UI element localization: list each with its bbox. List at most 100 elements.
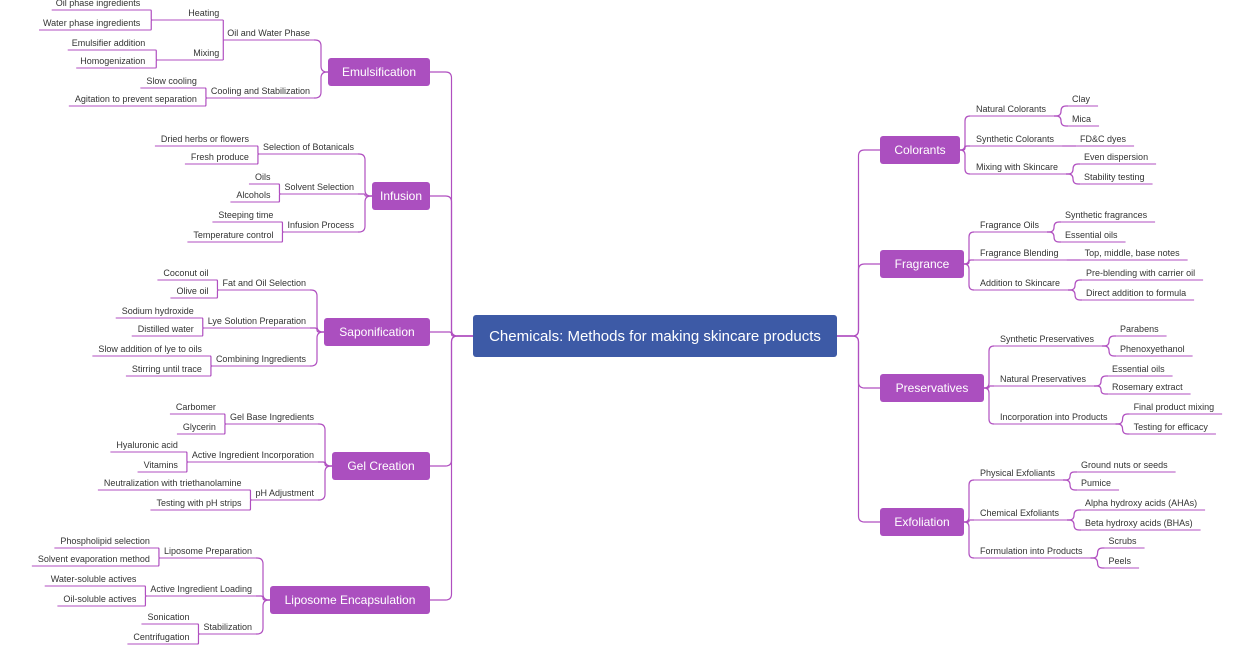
leaf-mica[interactable]: Mica [1072, 114, 1091, 124]
branch-preservatives[interactable]: Preservatives [880, 374, 984, 402]
topic-chemical-exfoliants[interactable]: Chemical Exfoliants [980, 508, 1060, 518]
branch-colorants-label: Colorants [894, 143, 945, 157]
leaf-fdandc-dyes[interactable]: FD&C dyes [1080, 134, 1127, 144]
topic-natural-preservatives[interactable]: Natural Preservatives [1000, 374, 1087, 384]
leaf-neutralization-with-triethanolamine[interactable]: Neutralization with triethanolamine [104, 478, 242, 488]
leaf-stirring-until-trace[interactable]: Stirring until trace [132, 364, 202, 374]
leaf-fresh-produce[interactable]: Fresh produce [191, 152, 249, 162]
branch-liposome-encapsulation-connector [430, 335, 473, 601]
leaf-alpha-hydroxy-acids-ahas[interactable]: Alpha hydroxy acids (AHAs) [1085, 498, 1197, 508]
leaf-glycerin[interactable]: Glycerin [183, 422, 216, 432]
leaf-homogenization[interactable]: Homogenization [80, 56, 145, 66]
leaf-water-soluble-actives[interactable]: Water-soluble actives [51, 574, 137, 584]
topic-fat-and-oil-selection[interactable]: Fat and Oil Selection [222, 278, 306, 288]
topic-mixing[interactable]: Mixing [193, 48, 219, 58]
branch-saponification[interactable]: Saponification [324, 318, 430, 346]
leaf-top-middle-base-notes[interactable]: Top, middle, base notes [1085, 248, 1181, 258]
topic-solvent-selection[interactable]: Solvent Selection [284, 182, 354, 192]
topic-active-ingredient-incorporation[interactable]: Active Ingredient Incorporation [192, 450, 314, 460]
leaf-peels[interactable]: Peels [1109, 556, 1132, 566]
topic-active-ingredient-loading[interactable]: Active Ingredient Loading [150, 584, 252, 594]
leaf-oil-soluble-actives[interactable]: Oil-soluble actives [63, 594, 137, 604]
leaf-connector [1102, 335, 1117, 347]
leaf-direct-addition-to-formula[interactable]: Direct addition to formula [1086, 288, 1186, 298]
leaf-centrifugation[interactable]: Centrifugation [133, 632, 189, 642]
topic-gel-base-ingredients[interactable]: Gel Base Ingredients [230, 412, 315, 422]
topic-synthetic-colorants[interactable]: Synthetic Colorants [976, 134, 1055, 144]
leaf-slow-cooling[interactable]: Slow cooling [146, 76, 197, 86]
topic-fragrance-oils[interactable]: Fragrance Oils [980, 220, 1040, 230]
leaf-connector [1047, 221, 1062, 233]
leaf-hyaluronic-acid[interactable]: Hyaluronic acid [116, 440, 178, 450]
leaf-olive-oil[interactable]: Olive oil [176, 286, 208, 296]
topic-stabilization[interactable]: Stabilization [203, 622, 252, 632]
leaf-scrubs[interactable]: Scrubs [1109, 536, 1138, 546]
branch-infusion[interactable]: Infusion [372, 182, 430, 210]
topic-lye-solution-preparation[interactable]: Lye Solution Preparation [208, 316, 306, 326]
leaf-coconut-oil[interactable]: Coconut oil [163, 268, 208, 278]
topic-formulation-into-products[interactable]: Formulation into Products [980, 546, 1083, 556]
topic-mixing-with-skincare[interactable]: Mixing with Skincare [976, 162, 1058, 172]
leaf-clay[interactable]: Clay [1072, 94, 1091, 104]
leaf-pumice[interactable]: Pumice [1081, 478, 1111, 488]
leaf-distilled-water[interactable]: Distilled water [138, 324, 194, 334]
leaf-beta-hydroxy-acids-bhas[interactable]: Beta hydroxy acids (BHAs) [1085, 518, 1193, 528]
branch-exfoliation-connector [837, 335, 880, 523]
leaf-phospholipid-selection[interactable]: Phospholipid selection [60, 536, 150, 546]
leaf-rosemary-extract[interactable]: Rosemary extract [1112, 382, 1183, 392]
leaf-steeping-time[interactable]: Steeping time [218, 210, 273, 220]
leaf-parabens[interactable]: Parabens [1120, 324, 1159, 334]
leaf-sodium-hydroxide[interactable]: Sodium hydroxide [122, 306, 194, 316]
leaf-phenoxyethanol[interactable]: Phenoxyethanol [1120, 344, 1185, 354]
topic-combining-ingredients[interactable]: Combining Ingredients [216, 354, 307, 364]
leaf-essential-oils[interactable]: Essential oils [1065, 230, 1118, 240]
branch-emulsification[interactable]: Emulsification [328, 58, 430, 86]
leaf-oils[interactable]: Oils [255, 172, 271, 182]
root-topic[interactable]: Chemicals: Methods for making skincare p… [473, 315, 837, 357]
leaf-testing-for-efficacy[interactable]: Testing for efficacy [1134, 422, 1209, 432]
topic-infusion-process[interactable]: Infusion Process [287, 220, 354, 230]
leaf-testing-with-ph-strips[interactable]: Testing with pH strips [156, 498, 242, 508]
leaf-solvent-evaporation-method[interactable]: Solvent evaporation method [38, 554, 150, 564]
leaf-sonication[interactable]: Sonication [147, 612, 189, 622]
leaf-ground-nuts-or-seeds[interactable]: Ground nuts or seeds [1081, 460, 1168, 470]
topic-fragrance-blending[interactable]: Fragrance Blending [980, 248, 1059, 258]
branch-colorants[interactable]: Colorants [880, 136, 960, 164]
topic-oil-and-water-phase[interactable]: Oil and Water Phase [227, 28, 310, 38]
topic-synthetic-preservatives[interactable]: Synthetic Preservatives [1000, 334, 1095, 344]
leaf-alcohols[interactable]: Alcohols [236, 190, 271, 200]
branch-emulsification-label: Emulsification [342, 65, 416, 79]
leaf-connector [209, 365, 212, 377]
leaf-final-product-mixing[interactable]: Final product mixing [1134, 402, 1215, 412]
topic-liposome-preparation[interactable]: Liposome Preparation [164, 546, 252, 556]
leaf-dried-herbs-or-flowers[interactable]: Dried herbs or flowers [161, 134, 250, 144]
topic-incorporation-into-products[interactable]: Incorporation into Products [1000, 412, 1108, 422]
leaf-pre-blending-with-carrier-oil[interactable]: Pre-blending with carrier oil [1086, 268, 1195, 278]
branch-exfoliation[interactable]: Exfoliation [880, 508, 964, 536]
topic-ph-adjustment[interactable]: pH Adjustment [255, 488, 314, 498]
leaf-essential-oils[interactable]: Essential oils [1112, 364, 1165, 374]
branch-exfoliation-label: Exfoliation [894, 515, 949, 529]
topic-addition-to-skincare[interactable]: Addition to Skincare [980, 278, 1060, 288]
leaf-even-dispersion[interactable]: Even dispersion [1084, 152, 1148, 162]
topic-cooling-and-stabilization[interactable]: Cooling and Stabilization [211, 86, 310, 96]
leaf-connector [1115, 413, 1130, 425]
leaf-emulsifier-addition[interactable]: Emulsifier addition [72, 38, 146, 48]
leaf-agitation-to-prevent-separation[interactable]: Agitation to prevent separation [75, 94, 197, 104]
topic-natural-colorants[interactable]: Natural Colorants [976, 104, 1047, 114]
leaf-water-phase-ingredients[interactable]: Water phase ingredients [43, 18, 141, 28]
leaf-slow-addition-of-lye-to-oils[interactable]: Slow addition of lye to oils [98, 344, 202, 354]
leaf-temperature-control[interactable]: Temperature control [193, 230, 273, 240]
topic-physical-exfoliants[interactable]: Physical Exfoliants [980, 468, 1056, 478]
branch-fragrance[interactable]: Fragrance [880, 250, 964, 278]
leaf-synthetic-fragrances[interactable]: Synthetic fragrances [1065, 210, 1148, 220]
branch-liposome-encapsulation[interactable]: Liposome Encapsulation [270, 586, 430, 614]
branch-gel-creation[interactable]: Gel Creation [332, 452, 430, 480]
leaf-stability-testing[interactable]: Stability testing [1084, 172, 1145, 182]
leaf-connector [1090, 547, 1105, 559]
leaf-vitamins[interactable]: Vitamins [144, 460, 179, 470]
topic-selection-of-botanicals[interactable]: Selection of Botanicals [263, 142, 355, 152]
leaf-carbomer[interactable]: Carbomer [176, 402, 216, 412]
topic-heating[interactable]: Heating [188, 8, 219, 18]
leaf-oil-phase-ingredients[interactable]: Oil phase ingredients [56, 0, 141, 8]
